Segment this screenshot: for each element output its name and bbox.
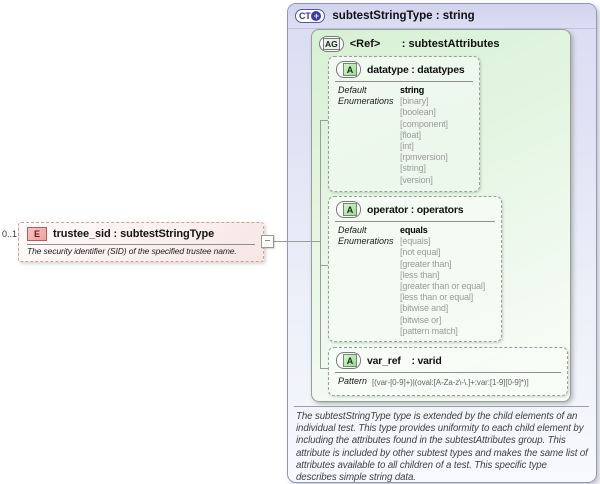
facet-enum-value: [string]: [400, 163, 426, 174]
complex-type-badge: CT: [299, 11, 311, 21]
facet-enum-value: [greater than or equal]: [400, 281, 486, 292]
attribute-divider: [335, 372, 561, 373]
attribute-group-header: AG <Ref> : subtestAttributes: [312, 30, 570, 52]
plus-icon: +: [311, 11, 322, 21]
attribute-group-badge: AG: [323, 38, 340, 50]
facet-default-value: equals: [400, 225, 428, 235]
attribute-facets: Default string Enumerations [binary] [bool…: [329, 82, 479, 186]
facet-enum-value: [bitwise or]: [400, 314, 442, 325]
attribute-title: datatype : datatypes: [367, 63, 465, 76]
facet-enum-value: [binary]: [400, 96, 429, 107]
attribute-icon: A: [336, 201, 361, 218]
element-divider: [27, 244, 255, 245]
facet-enum-value: [float]: [400, 129, 421, 140]
attribute-divider: [335, 81, 473, 82]
attribute-header: A datatype : datatypes: [329, 57, 479, 78]
connector-stub-var-ref: [321, 368, 328, 369]
facet-enum-value: [less than or equal]: [400, 292, 474, 303]
facet-enum-value: [pattern match]: [400, 325, 458, 336]
facet-default-value: string: [400, 85, 425, 95]
attribute-badge: A: [343, 203, 357, 216]
occurrence-label: 0..1: [2, 229, 18, 239]
complex-type-title: subtestStringType : string: [332, 10, 475, 22]
facet-enum-value: [int]: [400, 141, 414, 152]
attribute-group-icon: AG: [319, 36, 344, 52]
annotation-text: The subtestStringType type is extended b…: [296, 411, 588, 484]
facet-enum-value: [bitwise and]: [400, 303, 449, 314]
facet-enum-value: [less than]: [400, 269, 440, 280]
connector-stub-datatype: [321, 120, 328, 121]
attribute-box-var-ref: A var_ref : varid Pattern [(var-[0-9]+)|(…: [328, 347, 568, 396]
complex-type-icon: CT +: [295, 9, 326, 23]
element-badge-icon: E: [27, 227, 47, 241]
facet-enum-value: [equals]: [400, 236, 431, 247]
connector-stub-operator: [321, 265, 328, 266]
element-box-trustee-sid: E trustee_sid : subtestStringType The se…: [18, 222, 264, 262]
attribute-title: operator : operators: [367, 203, 464, 216]
attribute-icon: A: [336, 61, 361, 78]
attribute-title: var_ref : varid: [367, 354, 442, 367]
attribute-badge: A: [343, 63, 357, 76]
facet-label: Default: [338, 225, 367, 235]
facet-enum-value: [greater than]: [400, 258, 452, 269]
facet-pattern-value: [(var-[0-9]+)|(oval:[A-Za-z\-\.]+:var:[1…: [372, 378, 529, 387]
attribute-group-title: : subtestAttributes: [401, 38, 500, 50]
element-header: E trustee_sid : subtestStringType: [19, 223, 263, 241]
attribute-group-ref: <Ref>: [349, 38, 381, 50]
facet-label: Enumerations: [338, 96, 394, 107]
attribute-header: A operator : operators: [329, 197, 501, 218]
attribute-badge: A: [343, 354, 357, 367]
collapse-toggle[interactable]: −: [261, 235, 274, 248]
attribute-icon: A: [336, 352, 361, 369]
attribute-facets: Pattern [(var-[0-9]+)|(oval:[A-Za-z\-\.]+…: [329, 373, 567, 388]
facet-enum-value: [rpmversion]: [400, 152, 448, 163]
facet-enum-value: [boolean]: [400, 107, 436, 118]
connector-line-main: [273, 241, 320, 242]
facet-enum-value: [component]: [400, 118, 448, 129]
attribute-facets: Default equals Enumerations [equals] [not …: [329, 222, 501, 337]
facet-enum-value: [version]: [400, 174, 433, 185]
facet-enum-value: [not equal]: [400, 247, 441, 258]
element-title: trustee_sid : subtestStringType: [53, 228, 215, 240]
facet-label: Default: [338, 85, 367, 95]
attribute-box-operator: A operator : operators Default equals Enu…: [328, 196, 502, 342]
facet-label: Enumerations: [338, 236, 394, 247]
connector-trunk: [320, 120, 321, 369]
annotation-divider: [294, 406, 589, 407]
attribute-header: A var_ref : varid: [329, 348, 567, 369]
element-description: The security identifier (SID) of the spe…: [27, 246, 237, 256]
attribute-box-datatype: A datatype : datatypes Default string Enu…: [328, 56, 480, 192]
attribute-group-box: AG <Ref> : subtestAttributes A datatype …: [311, 29, 571, 402]
complex-type-box: CT + subtestStringType : string AG <Ref>…: [287, 3, 597, 483]
complex-type-header: CT + subtestStringType : string: [288, 4, 596, 29]
attribute-divider: [335, 221, 495, 222]
facet-label: Pattern: [338, 376, 368, 386]
